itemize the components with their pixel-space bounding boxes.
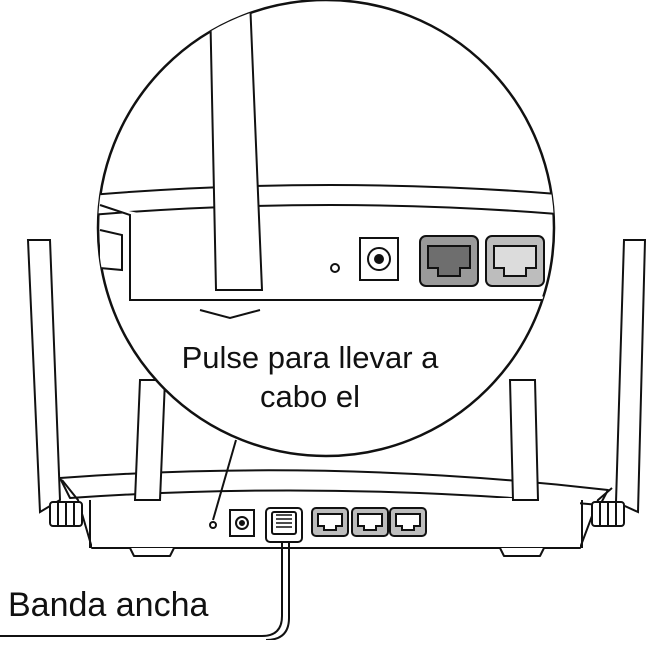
reset-hole-icon	[330, 263, 340, 273]
leader-line	[212, 439, 237, 521]
power-jack-icon	[359, 237, 399, 281]
rear-ports	[209, 507, 427, 543]
ethernet-port-icon	[419, 235, 479, 287]
callout-line-1: Pulse para llevar a	[181, 340, 439, 375]
ethernet-port-icon	[485, 235, 545, 287]
ethernet-port-icon	[311, 507, 349, 537]
outer-antennas	[26, 239, 647, 527]
reset-hole-icon	[209, 521, 217, 529]
ethernet-port-icon	[389, 507, 427, 537]
magnifier	[96, 0, 556, 458]
ethernet-port-icon	[351, 507, 389, 537]
broadband-label: Banda ancha	[8, 586, 209, 624]
inner-antennas	[133, 379, 540, 501]
reset-callout: Pulse para llevar a cabo el	[120, 338, 500, 416]
power-jack-icon	[229, 509, 255, 537]
callout-line-2: cabo el	[260, 379, 360, 414]
ethernet-port-icon	[265, 507, 303, 543]
